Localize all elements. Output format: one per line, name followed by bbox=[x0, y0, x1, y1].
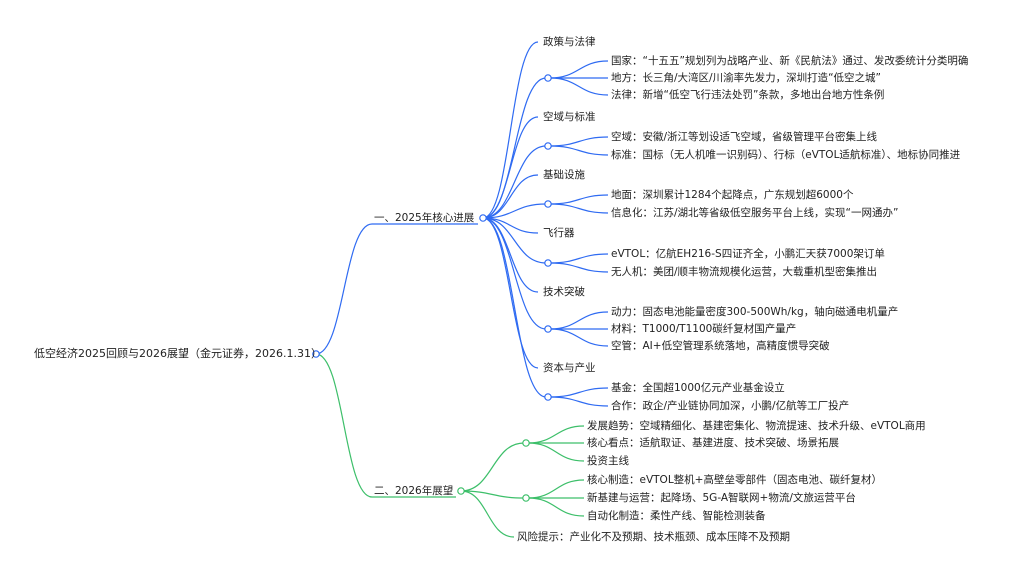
dot-root bbox=[312, 350, 320, 358]
group-policy-law[interactable]: 政策与法律 bbox=[543, 36, 596, 48]
link-group-title-5 bbox=[482, 217, 539, 369]
link-item-0-2 bbox=[549, 77, 609, 96]
link-b2-inv-item-2 bbox=[527, 497, 585, 517]
item-ground-facilities[interactable]: 地面：深圳累计1284个起降点，广东规划超6000个 bbox=[611, 189, 854, 201]
link-item-3-1 bbox=[549, 262, 609, 273]
item-airspace[interactable]: 空域：安徽/浙江等划设适飞空域，省级管理平台密集上线 bbox=[611, 131, 878, 143]
link-b2-invest bbox=[460, 490, 525, 499]
link-group-dot-3 bbox=[482, 217, 547, 264]
branch-2025-progress[interactable]: 一、2025年核心进展 bbox=[374, 212, 475, 224]
dot-group-2 bbox=[544, 200, 552, 208]
item-evtol[interactable]: eVTOL：亿航EH216-S四证齐全，小鹏汇天获7000架订单 bbox=[611, 248, 885, 260]
item-risk-warning[interactable]: 风险提示：产业化不及预期、技术瓶颈、成本压降不及预期 bbox=[517, 531, 790, 543]
group-capital-industry[interactable]: 资本与产业 bbox=[543, 362, 596, 374]
link-group-title-1 bbox=[482, 116, 539, 219]
link-group-dot-5 bbox=[482, 217, 547, 398]
link-item-5-0 bbox=[549, 387, 609, 398]
item-investment-mainline[interactable]: 投资主线 bbox=[587, 455, 629, 467]
link-item-2-1 bbox=[549, 203, 609, 214]
item-policy-national[interactable]: 国家：“十五五”规划列为战略产业、新《民航法》通过、发改委统计分类明确 bbox=[611, 55, 969, 67]
item-automation[interactable]: 自动化制造：柔性产线、智能检测装备 bbox=[587, 510, 766, 522]
item-fund[interactable]: 基金：全国超1000亿元产业基金设立 bbox=[611, 382, 785, 394]
group-airspace-standards[interactable]: 空域与标准 bbox=[543, 111, 596, 123]
link-group-title-4 bbox=[482, 217, 539, 293]
dot-group-1 bbox=[544, 142, 552, 150]
dot-group-3 bbox=[544, 259, 552, 267]
group-tech-breakthrough[interactable]: 技术突破 bbox=[543, 286, 585, 298]
link-root-branch2 bbox=[315, 353, 373, 498]
link-item-0-0 bbox=[549, 60, 609, 79]
link-item-1-0 bbox=[549, 136, 609, 147]
link-b2-group1 bbox=[460, 442, 525, 492]
link-b2-risk bbox=[460, 490, 515, 538]
link-item-1-1 bbox=[549, 145, 609, 156]
item-policy-law[interactable]: 法律：新增“低空飞行违法处罚”条款，多地出台地方性条例 bbox=[611, 89, 885, 101]
item-informatization[interactable]: 信息化：江苏/湖北等省级低空服务平台上线，实现“一网通办” bbox=[611, 207, 899, 219]
item-trends[interactable]: 发展趋势：空域精细化、基建密集化、物流提速、技术升级、eVTOL商用 bbox=[587, 420, 926, 432]
link-group-dot-4 bbox=[482, 217, 547, 330]
link-b2-g1-item-0 bbox=[527, 425, 585, 444]
item-policy-local[interactable]: 地方：长三角/大湾区/川渝率先发力，深圳打造“低空之城” bbox=[611, 72, 881, 84]
item-materials[interactable]: 材料：T1000/T1100碳纤复材国产量产 bbox=[611, 323, 797, 335]
link-b2-inv-item-0 bbox=[527, 479, 585, 499]
item-new-infrastructure[interactable]: 新基建与运营：起降场、5G-A智联网+物流/文旅运营平台 bbox=[587, 492, 856, 504]
link-item-3-0 bbox=[549, 253, 609, 264]
link-group-title-0 bbox=[482, 41, 539, 219]
group-infrastructure[interactable]: 基础设施 bbox=[543, 169, 585, 181]
link-item-2-0 bbox=[549, 194, 609, 205]
link-item-5-1 bbox=[549, 396, 609, 407]
dot-b2-group1 bbox=[522, 439, 530, 447]
dot-b2-invest bbox=[522, 494, 530, 502]
dot-group-4 bbox=[544, 325, 552, 333]
item-core-manufacturing[interactable]: 核心制造：eVTOL整机+高壁垒零部件（固态电池、碳纤复材） bbox=[587, 474, 882, 486]
link-item-4-0 bbox=[549, 311, 609, 330]
link-root-branch1 bbox=[315, 223, 373, 355]
item-standards[interactable]: 标准：国标（无人机唯一识别码）、行标（eVTOL适航标准）、地标协同推进 bbox=[611, 149, 961, 161]
dot-group-5 bbox=[544, 393, 552, 401]
dot-branch2 bbox=[457, 487, 465, 495]
item-drone[interactable]: 无人机：美团/顺丰物流规模化运营，大载重机型密集推出 bbox=[611, 266, 878, 278]
dot-group-0 bbox=[544, 74, 552, 82]
group-aircraft[interactable]: 飞行器 bbox=[543, 227, 575, 239]
root-node[interactable]: 低空经济2025回顾与2026展望（金元证券，2026.1.31） bbox=[34, 347, 322, 360]
branch-2026-outlook[interactable]: 二、2026年展望 bbox=[374, 485, 454, 497]
link-group-dot-2 bbox=[482, 203, 547, 219]
link-group-title-2 bbox=[482, 174, 539, 219]
link-b2-g1-item-2 bbox=[527, 442, 585, 462]
item-power[interactable]: 动力：固态电池能量密度300-500Wh/kg，轴向磁通电机量产 bbox=[611, 306, 899, 318]
link-item-4-2 bbox=[549, 328, 609, 347]
dot-branch1 bbox=[479, 214, 487, 222]
link-group-dot-1 bbox=[482, 145, 547, 219]
item-cooperation[interactable]: 合作：政企/产业链协同加深，小鹏/亿航等工厂投产 bbox=[611, 400, 850, 412]
item-air-traffic-control[interactable]: 空管：AI+低空管理系统落地，高精度惯导突破 bbox=[611, 340, 830, 352]
item-key-focus[interactable]: 核心看点：适航取证、基建进度、技术突破、场景拓展 bbox=[587, 437, 839, 449]
